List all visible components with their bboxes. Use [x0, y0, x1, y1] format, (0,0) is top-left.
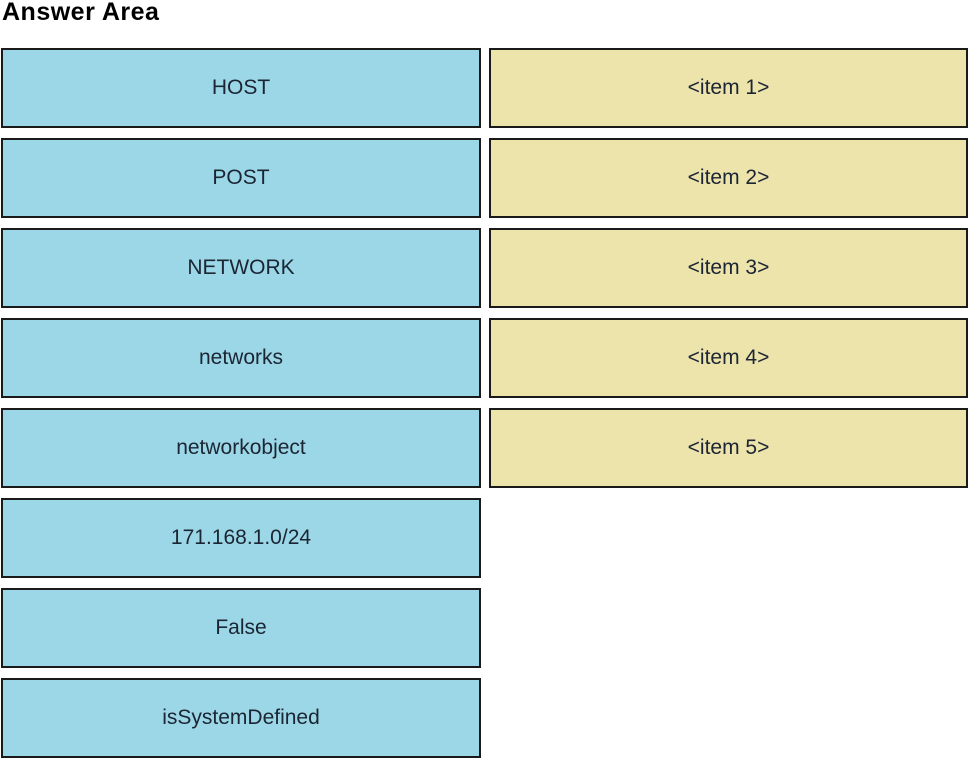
- drop-target-item-3[interactable]: <item 3>: [489, 228, 968, 308]
- drag-option-network[interactable]: NETWORK: [1, 228, 481, 308]
- drag-option-networks[interactable]: networks: [1, 318, 481, 398]
- drop-target-item-1[interactable]: <item 1>: [489, 48, 968, 128]
- drag-option-issystemdefined[interactable]: isSystemDefined: [1, 678, 481, 758]
- drag-option-host[interactable]: HOST: [1, 48, 481, 128]
- drag-option-ip-address[interactable]: 171.168.1.0/24: [1, 498, 481, 578]
- drop-target-item-4[interactable]: <item 4>: [489, 318, 968, 398]
- page-title: Answer Area: [2, 0, 160, 26]
- drop-targets-column: <item 1> <item 2> <item 3> <item 4> <ite…: [489, 48, 968, 488]
- drag-option-post[interactable]: POST: [1, 138, 481, 218]
- drag-option-false[interactable]: False: [1, 588, 481, 668]
- source-options-column: HOST POST NETWORK networks networkobject…: [1, 48, 481, 758]
- drag-option-networkobject[interactable]: networkobject: [1, 408, 481, 488]
- drop-target-item-5[interactable]: <item 5>: [489, 408, 968, 488]
- drop-target-item-2[interactable]: <item 2>: [489, 138, 968, 218]
